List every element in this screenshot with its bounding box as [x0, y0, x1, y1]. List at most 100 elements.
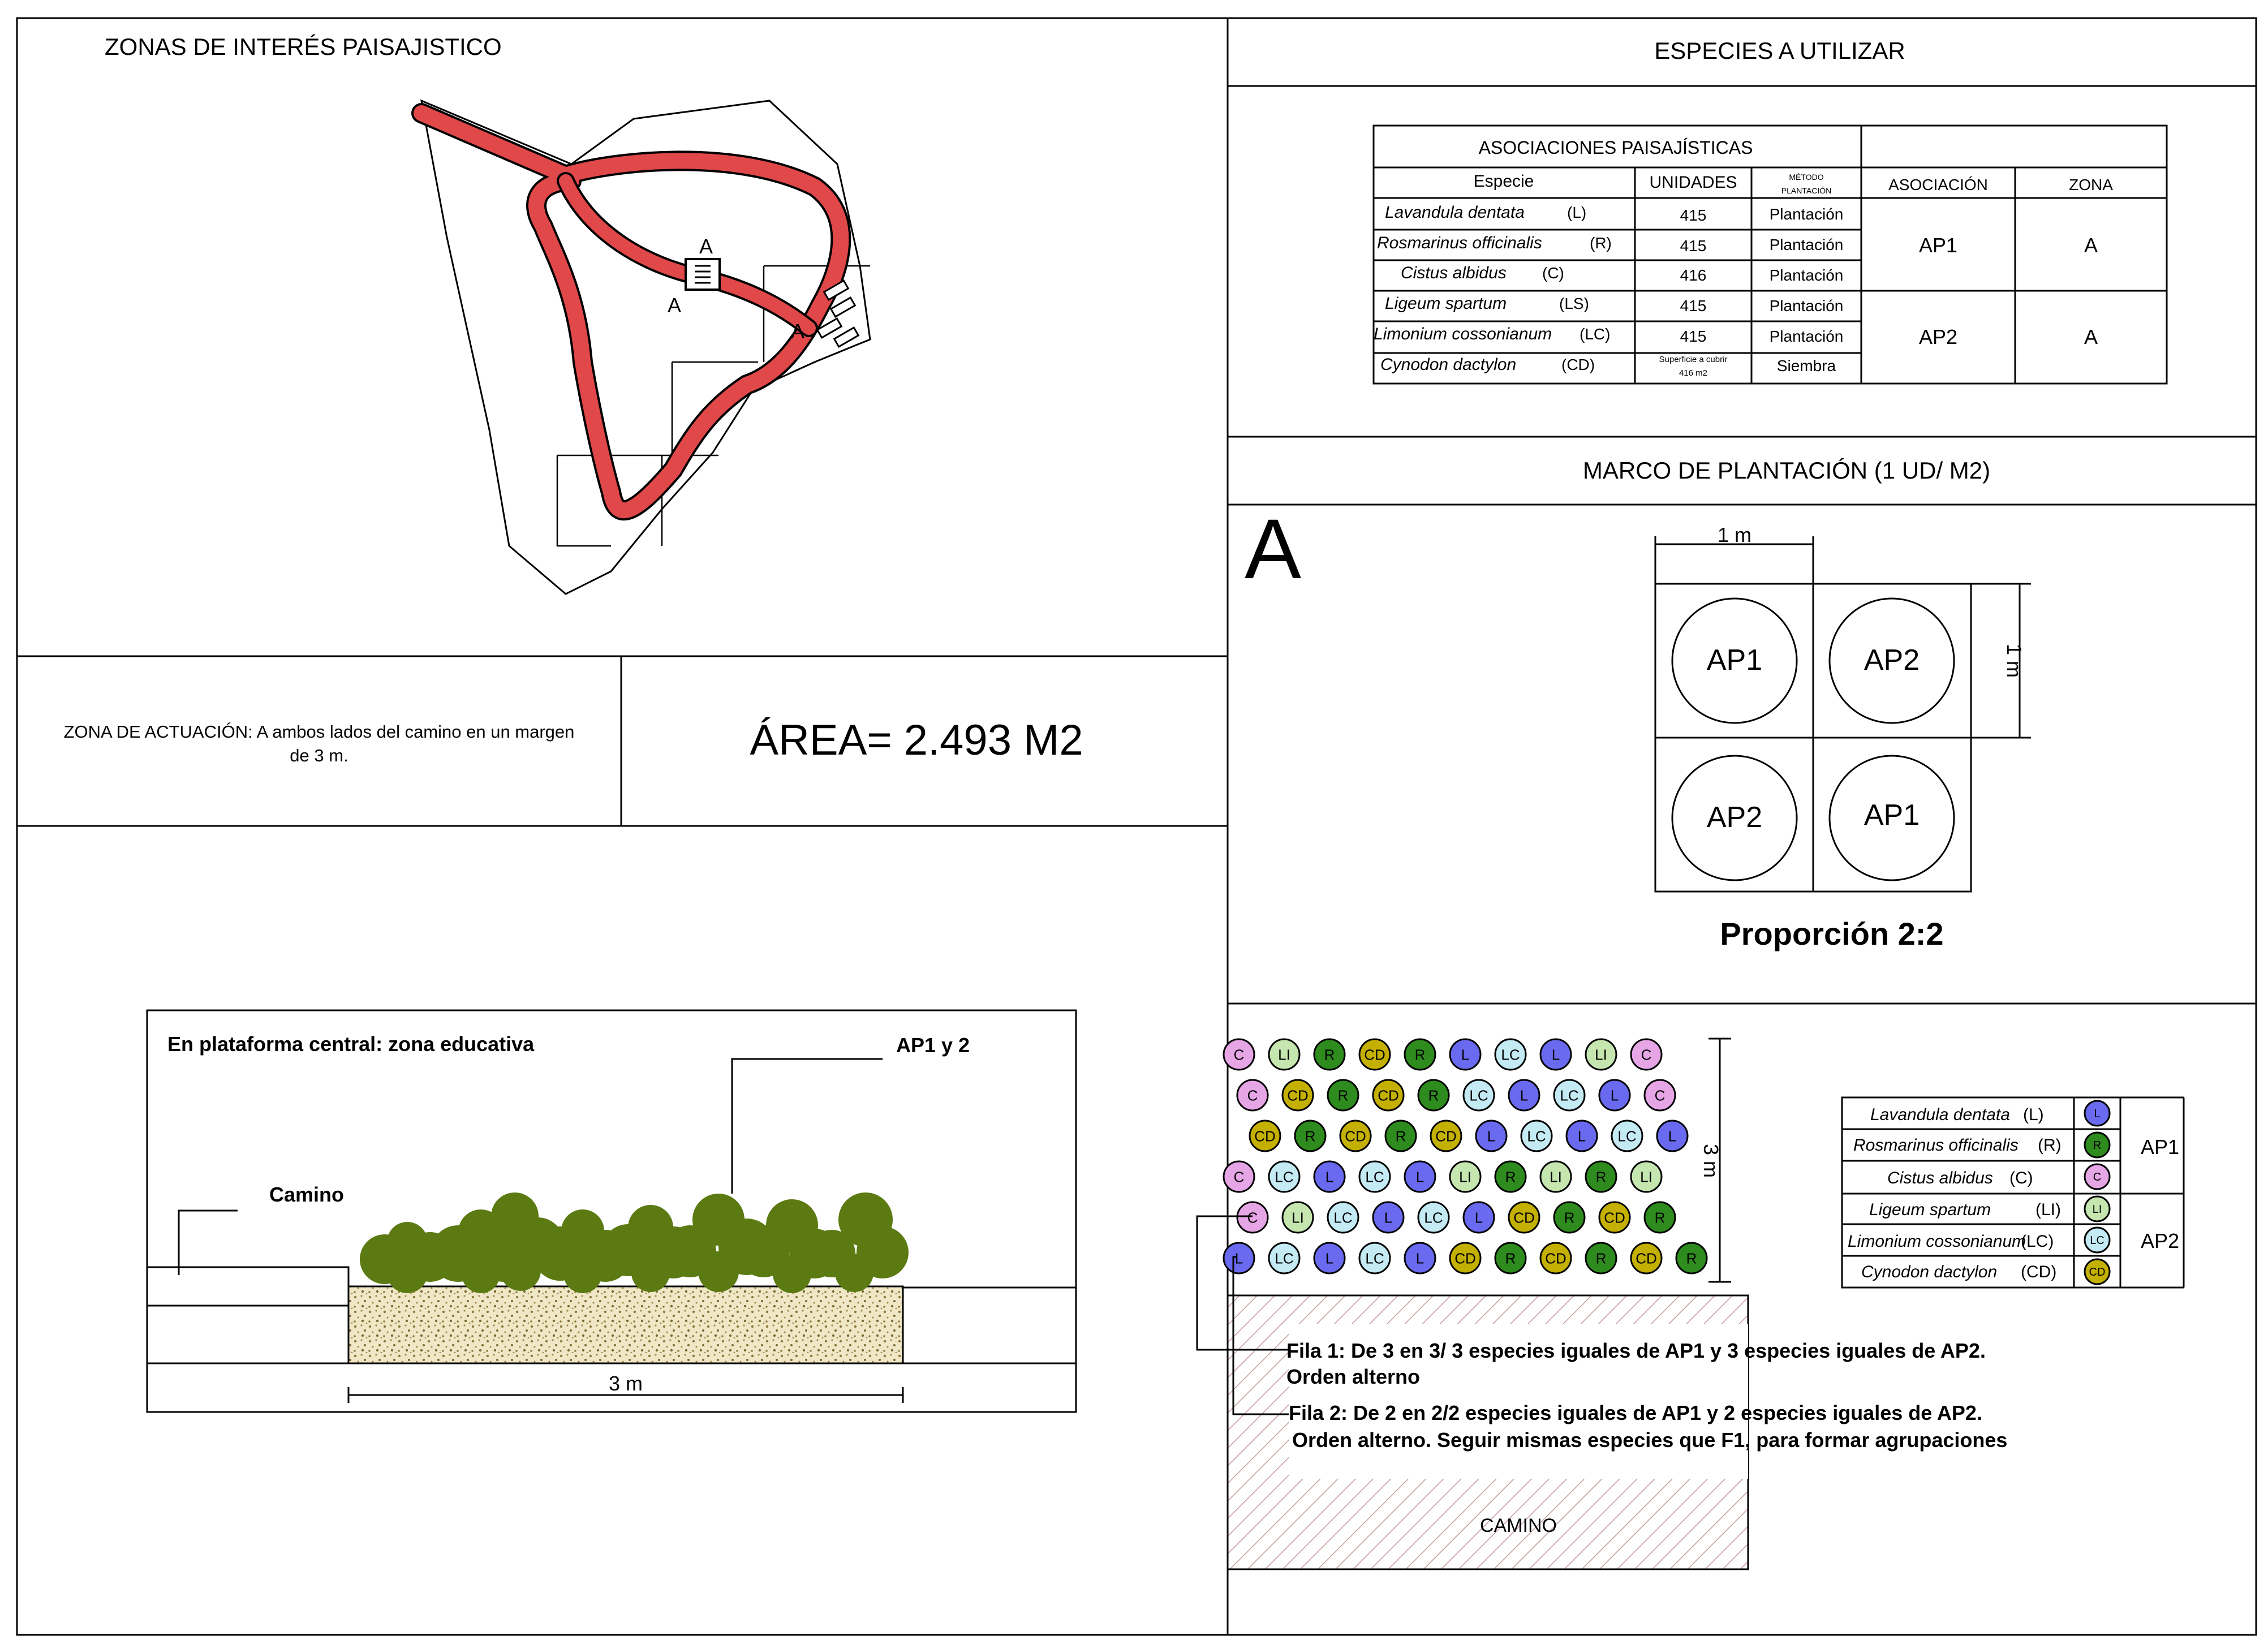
- species-method: Plantación: [1770, 328, 1844, 345]
- plant-symbol-circle: [1223, 1242, 1255, 1275]
- plant-symbol-label: LI: [1459, 1168, 1471, 1185]
- plant-symbol: L: [1313, 1242, 1346, 1275]
- plant-symbol: CD: [1339, 1120, 1372, 1152]
- species-code: (L): [1567, 204, 1586, 221]
- plant-symbol-circle: [1281, 1201, 1314, 1234]
- plant-symbol-label: CD: [1454, 1250, 1476, 1267]
- plant-symbol-label: LC: [1424, 1209, 1443, 1226]
- plant-symbol-label: CD: [1378, 1087, 1399, 1104]
- plant-symbol-label: R: [1415, 1046, 1426, 1063]
- plant-symbol-circle: [1236, 1201, 1269, 1234]
- zona-actuacion-line2: de 3 m.: [290, 746, 348, 765]
- assoc-ap1: AP1: [1919, 234, 1957, 257]
- species-units: 415: [1680, 328, 1707, 345]
- plant-symbol-circle: [1656, 1120, 1689, 1152]
- shrub-row: [360, 1192, 909, 1293]
- header-metodo-2: PLANTACIÓN: [1781, 186, 1831, 195]
- legend-row: Cynodon dactylon(CD): [1861, 1263, 2056, 1281]
- plant-symbol: L: [1656, 1120, 1689, 1152]
- plant-symbol-label: R: [1655, 1209, 1666, 1226]
- plant-symbol-label: L: [2094, 1108, 2100, 1120]
- plant-symbol-circle: [1327, 1079, 1359, 1112]
- plant-symbol-circle: [1598, 1079, 1631, 1112]
- sheet-frame: [16, 17, 2257, 1636]
- plant-symbol: R: [1417, 1079, 1450, 1112]
- plant-symbol: CD: [1598, 1201, 1631, 1234]
- plant-symbol: LC: [1553, 1079, 1586, 1112]
- plant-symbol-circle: [1630, 1038, 1663, 1071]
- species-method: Plantación: [1770, 205, 1844, 223]
- legend-symbol: L: [2084, 1100, 2111, 1127]
- species-row: Cynodon dactylon (CD) Superficie a cubri…: [1380, 355, 1836, 378]
- plant-symbol-label: CD: [1604, 1209, 1625, 1226]
- legend-symbol: LC: [2084, 1226, 2111, 1254]
- grid-cell-label: AP1: [1864, 799, 1920, 832]
- plant-symbol-label: L: [1578, 1127, 1586, 1144]
- plant-symbol-label: CD: [1513, 1209, 1535, 1226]
- plant-symbol: CD: [1249, 1120, 1281, 1152]
- plant-symbol: L: [1404, 1160, 1436, 1193]
- plant-symbol: LC: [1327, 1201, 1359, 1234]
- plant-symbol-label: R: [1505, 1168, 1516, 1185]
- zona-ap1: A: [2084, 234, 2098, 257]
- plant-symbol-label: R: [1428, 1087, 1439, 1104]
- species-code: (R): [1590, 234, 1612, 252]
- plant-symbol-circle: [1565, 1120, 1598, 1152]
- site-plan-map: A A A: [411, 99, 871, 595]
- plant-symbol-circle: [2084, 1195, 2111, 1222]
- species-code: (LS): [1559, 295, 1589, 312]
- plant-symbol-label: LC: [2090, 1234, 2105, 1247]
- plant-symbol-label: R: [1338, 1087, 1349, 1104]
- plant-symbol-label: LC: [1560, 1087, 1578, 1104]
- legend-name: Lavandula dentata: [1870, 1105, 2010, 1124]
- plant-symbol-label: L: [1416, 1250, 1424, 1267]
- plant-symbol-label: C: [1641, 1046, 1652, 1063]
- zonas-title: ZONAS DE INTERÉS PAISAJISTICO: [105, 33, 502, 60]
- plant-symbol-circle: [1294, 1120, 1327, 1152]
- legend-code: (L): [2023, 1105, 2044, 1124]
- species-table-title: ASOCIACIONES PAISAJÍSTICAS: [1479, 137, 1753, 158]
- plant-symbol-label: R: [1505, 1250, 1516, 1267]
- plant-symbol-circle: [1494, 1242, 1527, 1275]
- plant-symbol-circle: [1494, 1160, 1527, 1193]
- plant-symbol-label: C: [1234, 1046, 1245, 1063]
- plant-symbol: CD: [1430, 1120, 1462, 1152]
- fila2-line1: Fila 2: De 2 en 2/2 especies iguales de …: [1289, 1401, 1982, 1424]
- plant-symbol-circle: [1372, 1201, 1405, 1234]
- plant-symbol: LC: [1520, 1120, 1553, 1152]
- plant-symbol: LC: [1611, 1120, 1643, 1152]
- plant-symbol-circle: [2084, 1226, 2111, 1254]
- plant-symbol: C: [1223, 1160, 1255, 1193]
- camino-plan-label: CAMINO: [1480, 1515, 1557, 1536]
- plant-symbol: L: [1462, 1201, 1495, 1234]
- legend-group-ap1: AP1: [2141, 1135, 2179, 1159]
- species-units-line1: Superficie a cubrir: [1659, 355, 1728, 364]
- plant-symbol-circle: [1249, 1120, 1281, 1152]
- species-units: 415: [1680, 297, 1707, 315]
- legend-row: Ligeum spartum(LI): [1869, 1200, 2061, 1219]
- species-units: 415: [1680, 237, 1707, 255]
- plant-symbol: C: [1236, 1079, 1269, 1112]
- legend-name: Cynodon dactylon: [1861, 1263, 1997, 1281]
- leader-lines: [1196, 1215, 1289, 1415]
- species-code: (C): [1542, 264, 1564, 282]
- plant-symbol-label: CD: [1364, 1046, 1385, 1063]
- plant-symbol: R: [1313, 1038, 1346, 1071]
- plant-symbol-circle: [2084, 1163, 2111, 1190]
- dim-horizontal: 1 m: [1718, 523, 1751, 546]
- access-markers: [816, 279, 860, 348]
- species-code: (LC): [1580, 325, 1610, 343]
- plant-symbol-label: CD: [1636, 1250, 1657, 1267]
- species-name: Lavandula dentata: [1385, 203, 1525, 222]
- species-units: 415: [1680, 206, 1707, 224]
- plant-symbol-label: LI: [1292, 1209, 1304, 1226]
- plant-symbol: CD: [1281, 1079, 1314, 1112]
- plant-symbol-label: L: [1475, 1209, 1483, 1226]
- plant-symbol: L: [1313, 1160, 1346, 1193]
- plant-symbol-circle: [1449, 1160, 1482, 1193]
- plant-symbol: L: [1372, 1201, 1405, 1234]
- species-method: Plantación: [1770, 266, 1844, 284]
- plant-symbol-circle: [1643, 1079, 1676, 1112]
